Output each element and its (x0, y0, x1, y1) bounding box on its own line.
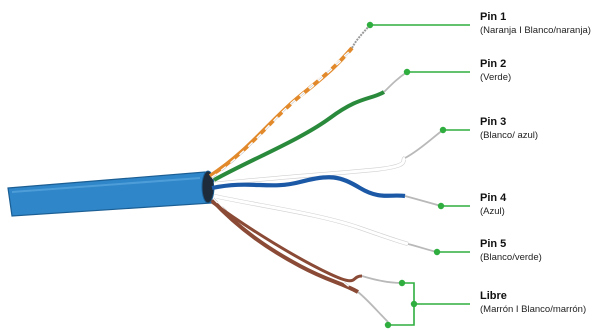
pin-3-title: Pin 3 (480, 116, 506, 128)
callout-dots (366, 21, 447, 329)
label-pin-5: Pin 5 (Blanco/verde) (480, 238, 542, 263)
pin-1-title: Pin 1 (480, 11, 506, 23)
pin-4-title: Pin 4 (480, 192, 507, 204)
wire-white-blue (213, 129, 444, 187)
pin-2-desc: (Verde) (480, 72, 511, 83)
callout-dot-libre-2 (384, 321, 392, 329)
pin-5-desc: (Blanco/verde) (480, 252, 542, 263)
label-pin-4: Pin 4 (Azul) (480, 192, 507, 217)
wire-pair-orange (208, 24, 371, 180)
callout-dot-libre-1 (398, 279, 406, 287)
cable-jacket (7, 170, 215, 217)
callout-dot-pin-3 (439, 126, 447, 134)
pin-1-desc: (Naranja I Blanco/naranja) (480, 25, 591, 36)
label-libre: Libre (Marrón I Blanco/marrón) (480, 290, 586, 315)
label-pin-1: Pin 1 (Naranja I Blanco/naranja) (480, 11, 591, 36)
wire-white-green (213, 193, 438, 253)
pin-5-title: Pin 5 (480, 238, 506, 250)
callout-dot-libre-bracket (410, 300, 418, 308)
pin-3-desc: (Blanco/ azul) (480, 130, 538, 141)
callout-dot-pin-1 (366, 21, 374, 29)
pin-2-title: Pin 2 (480, 58, 506, 70)
callout-dot-pin-2 (403, 68, 411, 76)
label-pin-3: Pin 3 (Blanco/ azul) (480, 116, 538, 141)
wire-pair-brown (210, 196, 403, 323)
pin-4-desc: (Azul) (480, 206, 505, 217)
libre-title: Libre (480, 290, 507, 302)
label-pin-2: Pin 2 (Verde) (480, 58, 511, 83)
callout-bracket-libre (388, 282, 470, 326)
callout-lines (370, 24, 470, 326)
callout-dot-pin-4 (437, 202, 445, 210)
callout-dot-pin-5 (433, 248, 441, 256)
libre-desc: (Marrón I Blanco/marrón) (480, 304, 586, 315)
